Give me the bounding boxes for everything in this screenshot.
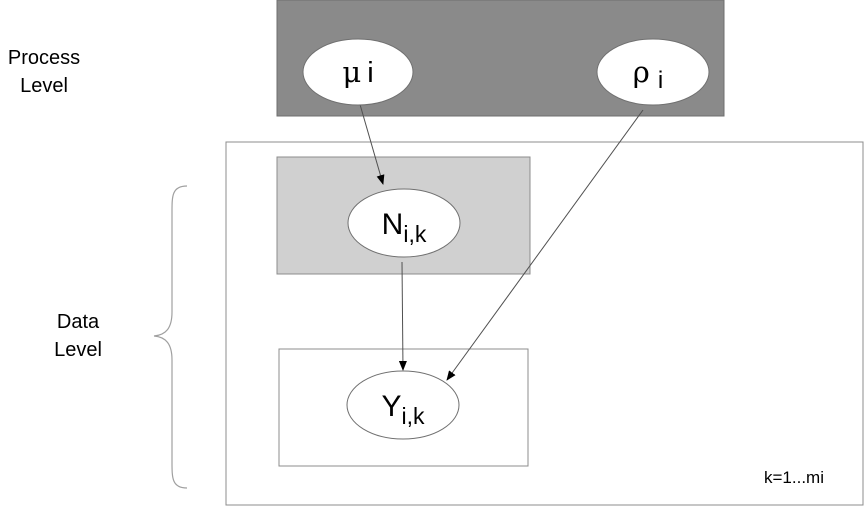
arrow-rho-to-y xyxy=(446,109,644,381)
node-n-label: Ni,k xyxy=(382,208,427,247)
data-level-label-line1: Data xyxy=(57,311,100,333)
data-level-brace xyxy=(153,185,188,489)
plate-index-label: k=1...mi xyxy=(764,468,824,487)
process-level-label-line1: Process xyxy=(8,47,80,69)
arrow-n-to-y xyxy=(398,261,407,371)
data-level-label-line2: Level xyxy=(54,339,102,361)
node-y-label: Yi,k xyxy=(381,390,425,429)
node-rho xyxy=(596,38,710,106)
node-mu xyxy=(302,38,414,106)
process-level-label-line2: Level xyxy=(20,75,68,97)
node-y xyxy=(346,370,460,440)
arrow-mu-to-n xyxy=(358,100,385,185)
node-n xyxy=(347,188,461,258)
